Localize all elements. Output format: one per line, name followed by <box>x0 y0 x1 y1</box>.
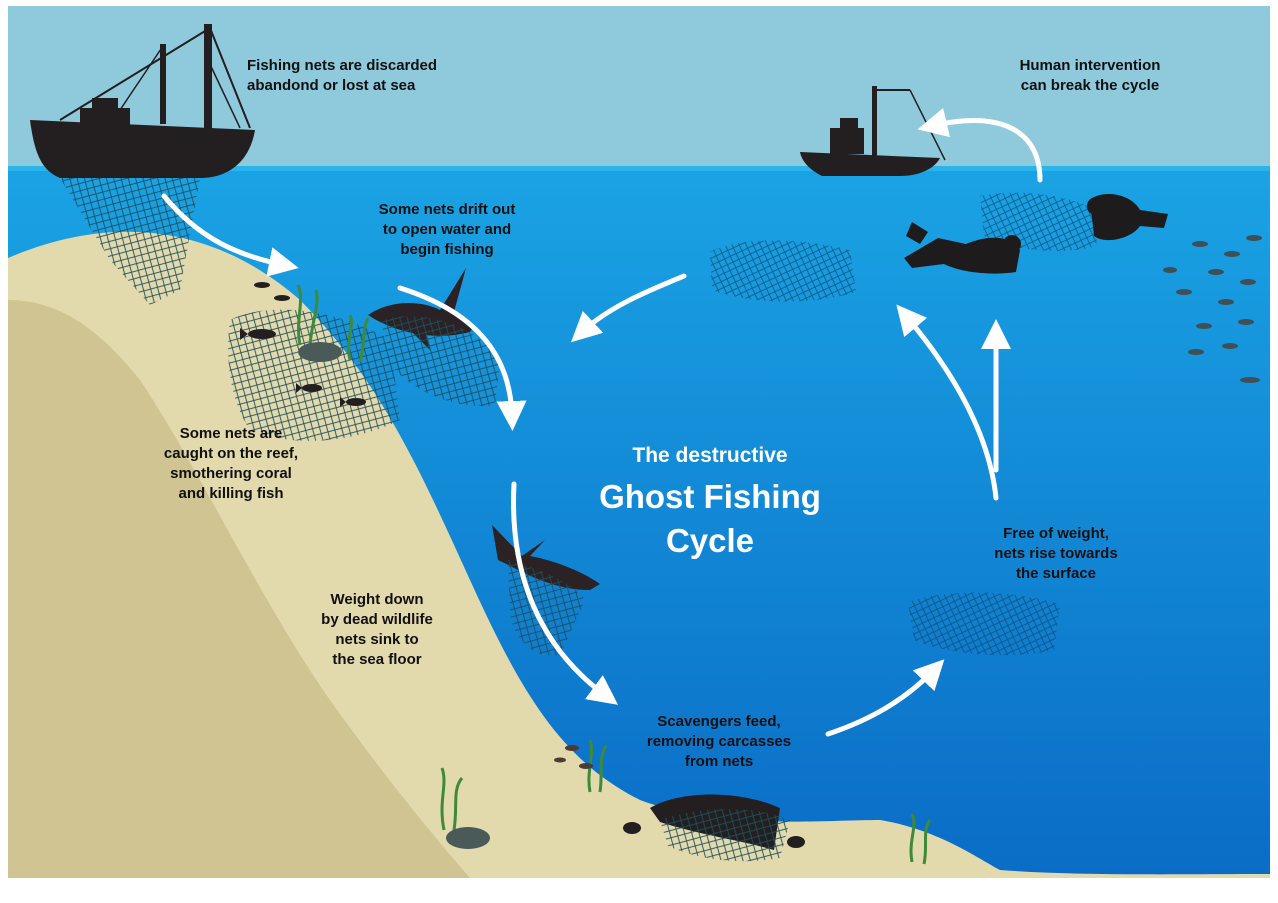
label-drift: Some nets drift out to open water and be… <box>342 200 552 260</box>
title-line-3: Cycle <box>560 522 860 560</box>
label-sink: Weight down by dead wildlife nets sink t… <box>282 590 472 670</box>
label-discarded: Fishing nets are discarded abandond or l… <box>247 56 437 96</box>
rising-net <box>908 592 1060 655</box>
rock-icon <box>446 827 490 849</box>
label-scavengers: Scavengers feed, removing carcasses from… <box>614 712 824 772</box>
label-intervention: Human intervention can break the cycle <box>990 56 1190 96</box>
title-line-2: Ghost Fishing <box>560 478 860 516</box>
floating-net <box>710 241 856 302</box>
rock-icon <box>298 342 342 362</box>
label-rise: Free of weight, nets rise towards the su… <box>956 524 1156 584</box>
title-line-1: The destructive <box>560 444 860 468</box>
label-reef: Some nets are caught on the reef, smothe… <box>126 424 336 504</box>
